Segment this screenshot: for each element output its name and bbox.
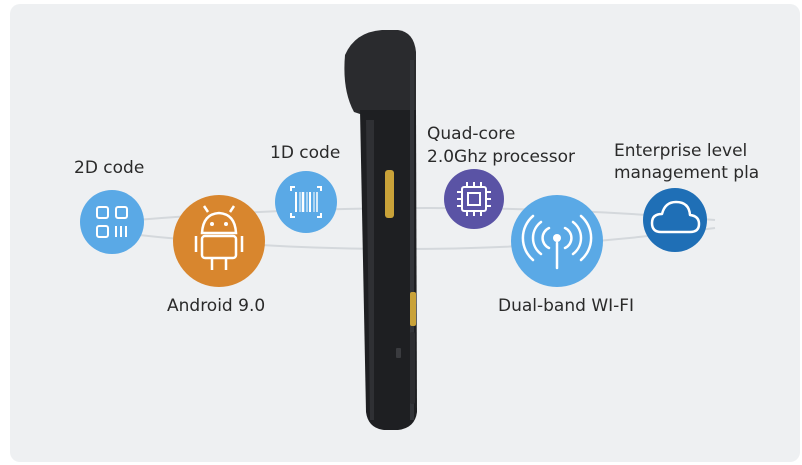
barcode-icon [290, 186, 322, 218]
feature-processor-badge [444, 169, 504, 229]
feature-2d-code-label: 2D code [74, 158, 145, 178]
feature-android-label: Android 9.0 [167, 296, 266, 316]
feature-enterprise-badge [643, 188, 707, 252]
cloud-icon [650, 200, 701, 234]
feature-1d-code-badge [275, 171, 337, 233]
android-robot-icon [194, 205, 244, 270]
cpu-chip-icon [457, 182, 491, 216]
wireless-antenna-icon [521, 214, 593, 270]
feature-wifi-badge [511, 195, 603, 287]
feature-1d-code-label: 1D code [270, 143, 341, 163]
device-image [344, 30, 417, 430]
feature-enterprise-label-line2: management pla [614, 163, 760, 183]
feature-2d-code-badge [80, 190, 144, 254]
feature-wifi-label: Dual-band WI-FI [498, 296, 635, 316]
feature-processor-label-line2: 2.0Ghz processor [427, 147, 576, 167]
device-scan-button [385, 170, 394, 218]
feature-enterprise-label-line1: Enterprise level [614, 141, 748, 161]
feature-android-badge [173, 195, 265, 287]
qr-code-icon [96, 206, 128, 238]
feature-processor-label-line1: Quad-core [427, 124, 516, 144]
